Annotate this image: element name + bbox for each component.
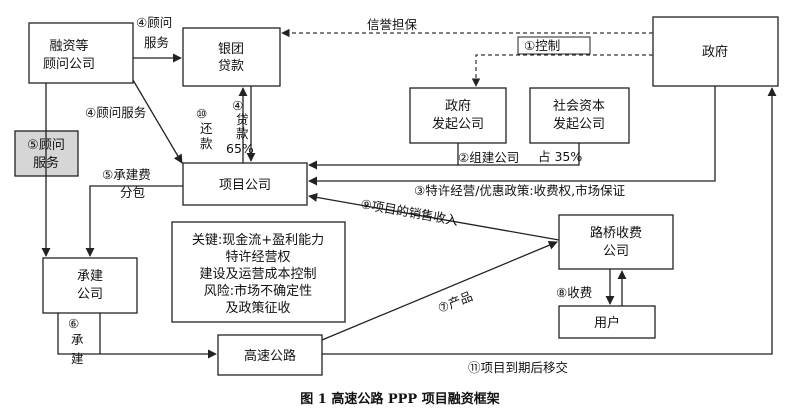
sales-income-label: ⑨项目的销售收入 <box>359 196 459 228</box>
key-point-1: 关键:现金流+盈利能力 <box>192 232 324 248</box>
gov-sponsor-label-2: 发起公司 <box>432 116 484 132</box>
consulting-service-top-2: 服务 <box>144 35 169 50</box>
highway-box <box>217 334 323 376</box>
contractor-label-2: 公司 <box>77 287 103 302</box>
loan-label-1: ④ <box>232 98 243 113</box>
consulting-company-box <box>28 22 134 84</box>
gov-sponsor-company-box <box>409 87 507 144</box>
social-capital-label-2: 发起公司 <box>553 116 605 132</box>
figure-caption: 图 1 高速公路 PPP 项目融资框架 <box>300 391 499 407</box>
bank-loan-box <box>182 27 281 87</box>
transfer-arrow <box>322 87 777 355</box>
toll-company-box <box>558 214 674 270</box>
key-point-5: 及政策征收 <box>225 300 290 316</box>
bank-loan-label-1: 银团 <box>218 42 244 57</box>
repay-label-1: ⑩ <box>196 106 207 121</box>
key-point-3: 建设及运营成本控制 <box>199 267 316 282</box>
key-points-box <box>171 221 346 323</box>
key-point-2: 特许经营权 <box>225 249 290 265</box>
contract-build-label-1: ⑥ <box>68 316 79 331</box>
credit-guarantee-label: 信誉担保 <box>367 17 418 32</box>
consulting-service-top-1: ④顾问 <box>136 15 172 30</box>
government-box <box>652 16 779 87</box>
toll-company-label-1: 路桥收费 <box>590 225 642 241</box>
gov-sponsor-label-1: 政府 <box>445 99 471 114</box>
construction-fee-label-1: ⑤承建费 <box>102 167 151 182</box>
consulting-company-label-2: 顾问公司 <box>43 57 95 72</box>
construction-fee-arrow <box>85 185 183 257</box>
highway-label: 高速公路 <box>244 348 296 364</box>
franchise-arrow <box>308 86 716 186</box>
user-label: 用户 <box>594 315 620 331</box>
franchise-label: ③特许经营/优惠政策:收费权,市场保证 <box>414 183 626 198</box>
social-capital-to-project-arrow <box>458 143 580 166</box>
key-point-4: 风险:市场不确定性 <box>204 283 312 299</box>
bank-loan-label-2: 贷款 <box>218 59 244 74</box>
user-box <box>558 305 656 339</box>
control-label: ①控制 <box>524 38 560 53</box>
toll-company-label-2: 公司 <box>603 244 629 259</box>
repay-label-3: 款 <box>200 136 213 151</box>
repay-label-2: 还 <box>200 121 213 136</box>
form-company-label: ②组建公司 <box>458 150 519 165</box>
toll-label: ⑧收费 <box>556 285 592 300</box>
loan-label-2: 贷 <box>236 112 249 127</box>
control-arrow <box>471 54 653 87</box>
consulting-company-label-1: 融资等 <box>49 38 88 54</box>
product-arrow <box>321 240 558 341</box>
gov-company-to-project-arrow <box>308 143 459 170</box>
loan-label-4: 65% <box>226 141 254 156</box>
construction-fee-label-2: 分包 <box>120 185 145 200</box>
social-capital-box <box>529 87 630 144</box>
contract-build-label-2: 承 <box>71 332 84 347</box>
project-company-box <box>182 162 308 206</box>
consulting-to-project-arrow <box>132 79 183 164</box>
consulting-service-mid: ④顾问服务 <box>85 105 146 120</box>
contract-build-arrow <box>57 313 217 359</box>
contract-build-label-3: 建 <box>71 351 84 366</box>
government-label: 政府 <box>702 45 728 60</box>
sales-income-arrow <box>308 192 560 241</box>
share-35-label: 占 35% <box>538 149 582 164</box>
contractor-label-1: 承建 <box>77 269 103 284</box>
control-label-box <box>517 36 591 55</box>
product-label: ⑦产品 <box>436 288 475 315</box>
social-capital-label-1: 社会资本 <box>553 98 605 114</box>
transfer-label: ⑪项目到期后移交 <box>468 360 568 375</box>
loan-label-3: 款 <box>236 126 249 141</box>
contractor-box <box>42 257 138 314</box>
project-company-label: 项目公司 <box>219 178 271 193</box>
